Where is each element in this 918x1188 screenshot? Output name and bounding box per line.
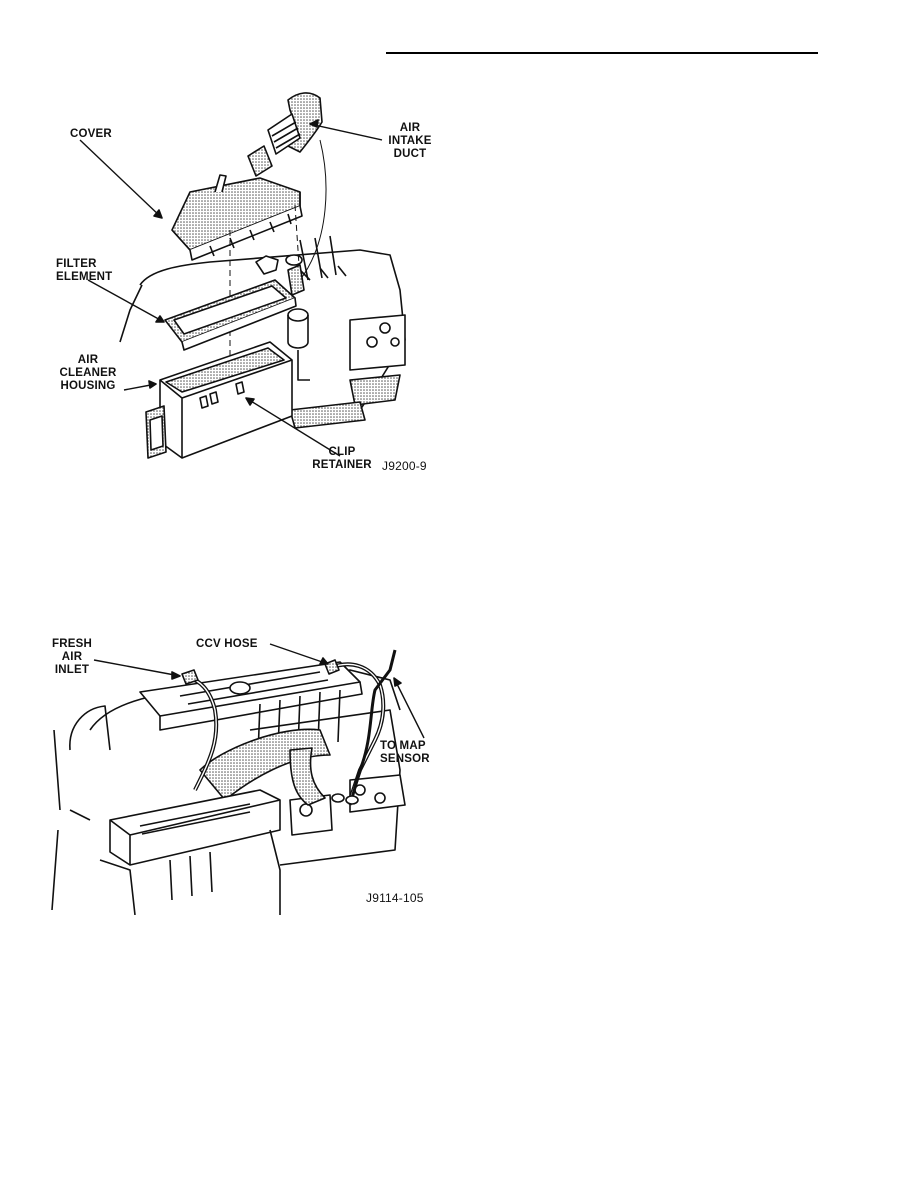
label-line: ELEMENT xyxy=(56,271,113,283)
figure-ccv-hose-routing: FRESH AIR INLET CCV HOSE TO MAP SENSOR J… xyxy=(50,630,450,915)
figure-id: J9200-9 xyxy=(382,459,427,473)
label-line: INTAKE xyxy=(388,135,432,147)
header-rule xyxy=(386,52,818,54)
label-line: FILTER xyxy=(56,258,97,270)
label-line: CLEANER xyxy=(59,367,117,379)
label-to-map-sensor: TO MAP SENSOR xyxy=(380,740,430,766)
label-fresh-air-inlet: FRESH AIR INLET xyxy=(44,638,100,677)
label-line: CCV HOSE xyxy=(196,638,258,650)
label-line: FRESH xyxy=(52,638,92,650)
label-line: INLET xyxy=(54,664,90,676)
label-line: TO MAP xyxy=(380,740,426,752)
label-cover: COVER xyxy=(70,128,112,141)
label-line: HOUSING xyxy=(60,380,116,392)
air-cleaner-illustration xyxy=(79,92,406,459)
label-filter-element: FILTER ELEMENT xyxy=(56,258,112,284)
label-line: AIR xyxy=(399,122,421,134)
label-line: DUCT xyxy=(393,148,427,160)
label-line: AIR xyxy=(77,354,99,366)
label-line: RETAINER xyxy=(312,459,372,471)
label-line: CLIP xyxy=(328,446,356,458)
label-air-cleaner-housing: AIR CLEANER HOUSING xyxy=(52,354,124,393)
label-line: SENSOR xyxy=(380,753,430,765)
label-line: AIR xyxy=(61,651,83,663)
label-clip-retainer: CLIP RETAINER xyxy=(302,446,382,472)
ccv-hose-illustration xyxy=(51,643,425,915)
label-line: COVER xyxy=(70,128,112,140)
label-ccv-hose: CCV HOSE xyxy=(196,638,258,651)
label-air-intake-duct: AIR INTAKE DUCT xyxy=(382,122,438,161)
figure-id: J9114-105 xyxy=(366,891,424,905)
figure-air-cleaner-assembly: COVER AIR INTAKE DUCT FILTER ELEMENT AIR… xyxy=(56,80,450,480)
